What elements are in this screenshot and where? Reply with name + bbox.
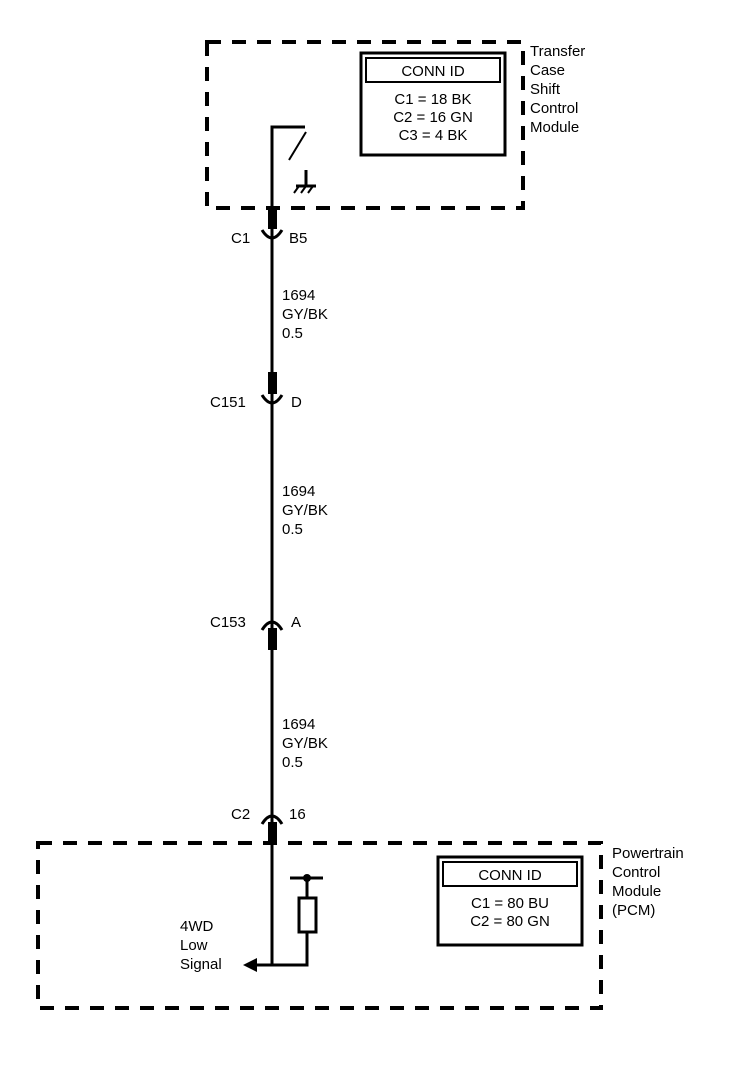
tccm-boundary <box>205 40 525 210</box>
wire-3-gauge: 0.5 <box>282 754 303 771</box>
wire-2-circuit: 1694 <box>282 483 315 500</box>
tccm-conn-id-header: CONN ID <box>401 63 465 80</box>
connector-c151: C151 D <box>210 372 302 411</box>
tccm-conn-row-c3: C3 = 4 BK <box>399 127 468 144</box>
pcm-boundary <box>36 841 603 1010</box>
wire-1-color: GY/BK <box>282 306 328 323</box>
connector-c1-id: C1 <box>231 230 250 247</box>
connector-c153-pin: A <box>291 614 301 631</box>
connector-c153: C153 A <box>210 614 301 650</box>
wire-3-color: GY/BK <box>282 735 328 752</box>
pcm-conn-id-table: CONN ID C1 = 80 BU C2 = 80 GN <box>436 855 584 947</box>
connector-c2: C2 16 <box>231 806 306 844</box>
switch-to-ground <box>270 125 316 210</box>
wire-2-color: GY/BK <box>282 502 328 519</box>
tccm-name-line-1: Transfer <box>530 43 585 60</box>
connector-c153-id: C153 <box>210 614 246 631</box>
tccm-name: Transfer Case Shift Control Module <box>530 43 585 136</box>
tccm-name-line-2: Case <box>530 62 565 79</box>
wire-1-gauge: 0.5 <box>282 325 303 342</box>
connector-c151-pin: D <box>291 394 302 411</box>
pcm-conn-row-c1: C1 = 80 BU <box>471 895 549 912</box>
signal-input-arrow <box>243 958 257 972</box>
signal-label-line-2: Low <box>180 937 208 954</box>
wire-2-gauge: 0.5 <box>282 521 303 538</box>
wire-3-circuit: 1694 <box>282 716 315 733</box>
connector-c2-id: C2 <box>231 806 250 823</box>
pcm-name-line-2: Control <box>612 864 660 881</box>
connector-c151-id: C151 <box>210 394 246 411</box>
signal-label-line-3: Signal <box>180 956 222 973</box>
pcm-name-line-4: (PCM) <box>612 902 655 919</box>
pcm-name-line-1: Powertrain <box>612 845 684 862</box>
tccm-conn-row-c1: C1 = 18 BK <box>394 91 471 108</box>
signal-label-line-1: 4WD <box>180 918 214 935</box>
connector-c1-pin: B5 <box>289 230 307 247</box>
tccm-name-line-4: Control <box>530 100 578 117</box>
signal-label: 4WD Low Signal <box>180 918 222 973</box>
wire-label-1: 1694 GY/BK 0.5 <box>282 287 328 342</box>
connector-c2-pin: 16 <box>289 806 306 823</box>
tccm-name-line-5: Module <box>530 119 579 136</box>
tccm-conn-row-c2: C2 = 16 GN <box>393 109 473 126</box>
pcm-name: Powertrain Control Module (PCM) <box>612 845 684 919</box>
pcm-name-line-3: Module <box>612 883 661 900</box>
connector-c1: C1 B5 <box>231 207 307 247</box>
tccm-name-line-3: Shift <box>530 81 561 98</box>
pull-up-resistor <box>254 874 323 967</box>
wire-1-circuit: 1694 <box>282 287 315 304</box>
wire-label-2: 1694 GY/BK 0.5 <box>282 483 328 538</box>
pcm-conn-row-c2: C2 = 80 GN <box>470 913 550 930</box>
wire-label-3: 1694 GY/BK 0.5 <box>282 716 328 771</box>
pcm-conn-id-header: CONN ID <box>478 867 542 884</box>
tccm-conn-id-table: CONN ID C1 = 18 BK C2 = 16 GN C3 = 4 BK <box>359 51 507 157</box>
